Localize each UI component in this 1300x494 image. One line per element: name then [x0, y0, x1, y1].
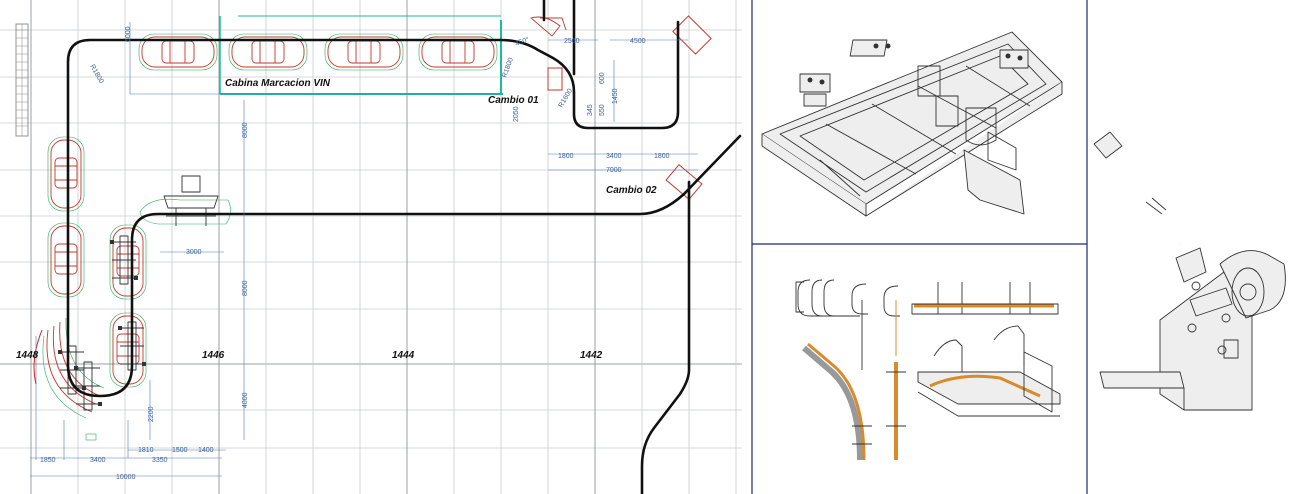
layout-plan: 6000 450° 2500 4500 R1800 R1800 R1600 60… — [0, 0, 742, 494]
switch-boxes — [530, 15, 712, 201]
dim-8000-b: 8000 — [242, 280, 249, 296]
dim-r1800-left: R1800 — [88, 64, 104, 85]
hatched-wall — [15, 23, 29, 137]
dim-345: 345 — [587, 104, 594, 116]
dim-r1800-top: R1800 — [501, 57, 515, 79]
conveyor-track — [66, 0, 742, 494]
dim-8000-a: 8000 — [242, 122, 249, 138]
dim-r1600: R1600 — [558, 88, 574, 109]
column-label-1448: 1448 — [16, 350, 39, 361]
switch-2-label: Cambio 02 — [606, 185, 657, 196]
dim-1400: 1400 — [198, 447, 214, 454]
car-left-2 — [47, 222, 85, 298]
dim-1810: 1810 — [138, 447, 154, 454]
panel-borders — [751, 0, 1088, 494]
column-label-1442: 1442 — [580, 350, 603, 361]
dim-4500: 4500 — [630, 38, 646, 45]
dim-2500: 2500 — [564, 38, 580, 45]
dim-1500: 1500 — [172, 447, 188, 454]
cabin-label: Cabina Marcacion VIN — [225, 78, 331, 89]
transfer-station — [139, 175, 231, 226]
dim-2050: 2050 — [513, 106, 520, 122]
dim-1800-a: 1800 — [558, 153, 574, 160]
column-label-1444: 1444 — [392, 350, 415, 361]
dim-550: 550 — [599, 104, 606, 116]
dim-10000: 10000 — [116, 474, 136, 481]
dim-3400-a: 3400 — [606, 153, 622, 160]
dim-600: 600 — [599, 72, 606, 84]
dim-1850: 1850 — [40, 457, 56, 464]
carriers — [109, 235, 147, 371]
dim-3400-b: 3400 — [90, 457, 106, 464]
dim-3000: 3000 — [186, 249, 202, 256]
plan-grid — [0, 0, 742, 494]
column-label-1446: 1446 — [202, 350, 225, 361]
dim-2200: 2200 — [148, 406, 155, 422]
dim-1450: 1450 — [612, 88, 619, 104]
car-left-1 — [47, 136, 85, 212]
dim-3350: 3350 — [152, 457, 168, 464]
dim-1800-b: 1800 — [654, 153, 670, 160]
drive-unit-assembly — [1093, 131, 1286, 411]
dimension-lines — [30, 22, 698, 477]
dim-6000: 6000 — [125, 26, 132, 42]
dim-4000: 4000 — [242, 392, 249, 408]
dim-7000: 7000 — [606, 167, 622, 174]
rail-components — [795, 279, 1061, 461]
switch-1-label: Cambio 01 — [488, 95, 539, 106]
carrier-frame-isometric — [761, 31, 1063, 217]
